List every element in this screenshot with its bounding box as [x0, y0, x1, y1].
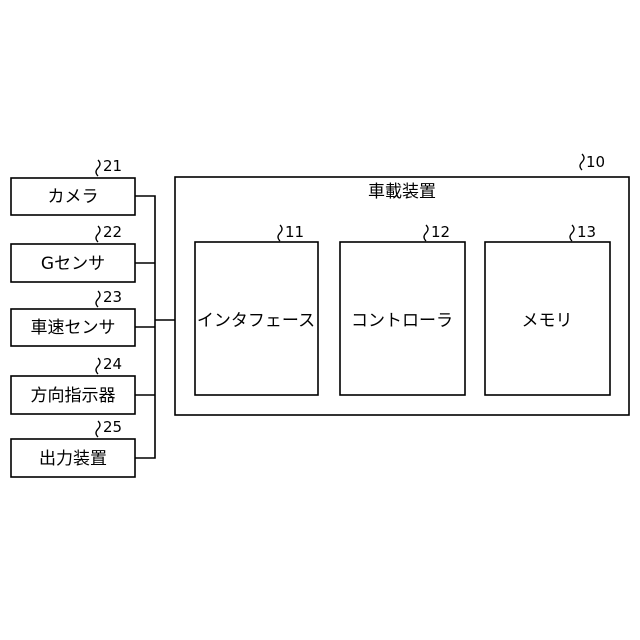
- component-memory: メモリ 13: [485, 223, 610, 395]
- component-interface-ref: 11: [285, 223, 304, 241]
- device-ref: 10: [586, 153, 605, 171]
- component-interface-label: インタフェース: [197, 311, 315, 331]
- peripheral-g-sensor-ref: 22: [103, 223, 122, 241]
- component-controller: コントローラ 12: [340, 223, 465, 395]
- component-interface: インタフェース 11: [195, 223, 318, 395]
- peripheral-turn-indicator-label: 方向指示器: [31, 386, 116, 406]
- component-memory-ref: 13: [577, 223, 596, 241]
- peripheral-camera-ref: 21: [103, 157, 122, 175]
- device-label: 車載装置: [368, 182, 436, 202]
- peripheral-output-device-ref: 25: [103, 418, 122, 436]
- peripheral-speed-sensor-label: 車速センサ: [31, 318, 116, 338]
- peripheral-camera: カメラ 21: [11, 157, 135, 215]
- peripheral-turn-indicator-ref: 24: [103, 355, 122, 373]
- peripheral-speed-sensor: 車速センサ 23: [11, 288, 135, 346]
- component-memory-label: メモリ: [522, 311, 573, 331]
- component-controller-label: コントローラ: [351, 311, 453, 331]
- peripheral-turn-indicator: 方向指示器 24: [11, 355, 135, 414]
- peripheral-g-sensor-label: Gセンサ: [41, 254, 105, 274]
- peripheral-output-device: 出力装置 25: [11, 418, 135, 477]
- peripheral-g-sensor: Gセンサ 22: [11, 223, 135, 282]
- peripheral-output-device-label: 出力装置: [39, 449, 107, 469]
- peripheral-speed-sensor-ref: 23: [103, 288, 122, 306]
- component-controller-ref: 12: [431, 223, 450, 241]
- peripheral-camera-label: カメラ: [48, 187, 99, 207]
